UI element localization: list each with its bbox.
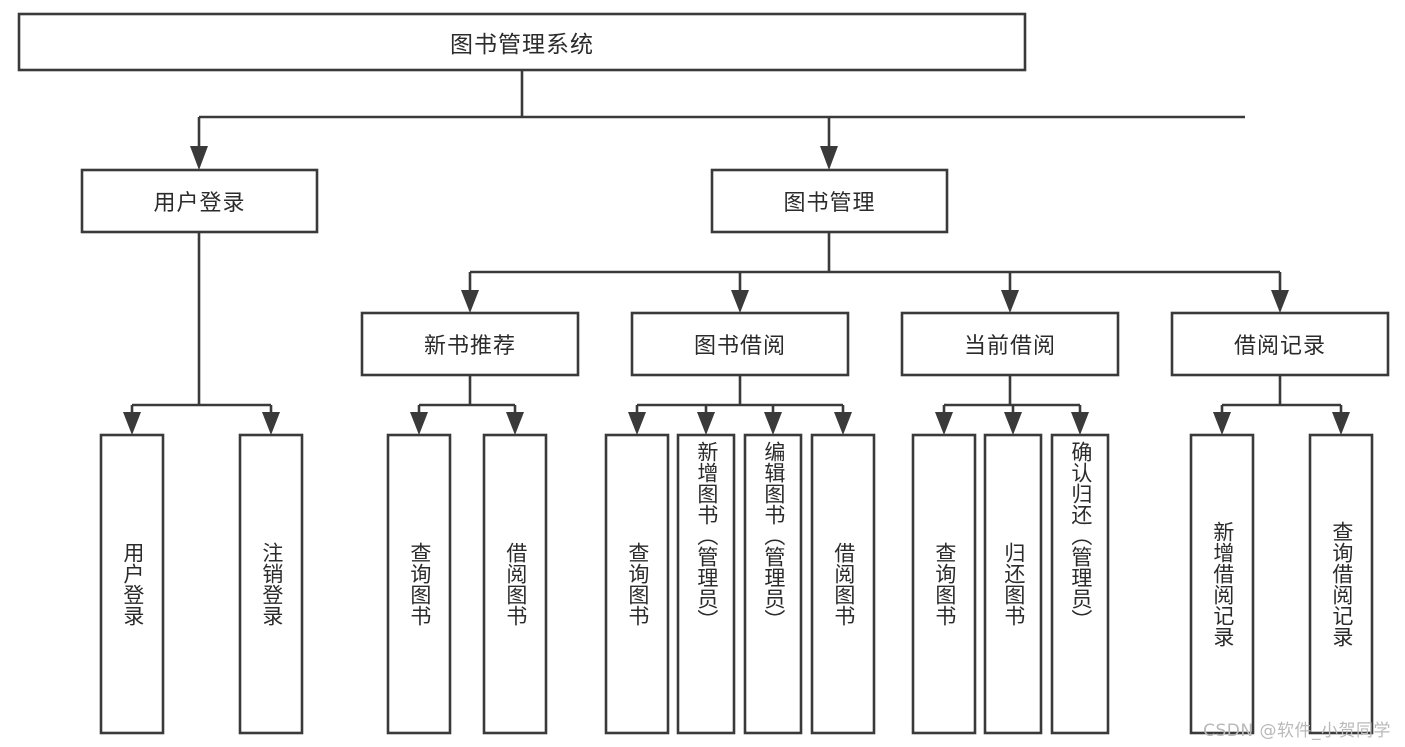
node-box-book-manage[interactable] xyxy=(710,168,949,234)
arrow-head-icon xyxy=(410,412,428,435)
leaf-box[interactable] xyxy=(743,433,803,735)
node-box-current[interactable] xyxy=(900,311,1120,377)
leaf-box[interactable] xyxy=(99,433,165,735)
arrow-head-icon xyxy=(1332,412,1350,435)
connector-userlogin-to-leaves xyxy=(123,232,280,435)
connector-newbook-to-leaves xyxy=(410,375,524,435)
arrow-head-icon xyxy=(1213,412,1231,435)
arrow-head-icon xyxy=(820,146,838,170)
connector-record-to-leaves xyxy=(1213,375,1350,435)
node-box-new-book[interactable] xyxy=(360,311,580,377)
leaf-box[interactable] xyxy=(911,433,977,735)
node-box-book-borrow[interactable] xyxy=(630,311,850,377)
node-box-user-login[interactable] xyxy=(80,168,319,234)
connector-borrow-to-leaves xyxy=(628,375,852,435)
leaf-box[interactable] xyxy=(676,433,736,735)
connector-root-to-level2 xyxy=(190,70,1245,170)
leaf-box[interactable] xyxy=(1050,433,1110,735)
arrow-head-icon xyxy=(1071,412,1089,435)
leaf-box[interactable] xyxy=(238,433,304,735)
arrow-head-icon xyxy=(506,412,524,435)
leaf-box[interactable] xyxy=(810,433,876,735)
arrow-head-icon xyxy=(697,412,715,435)
arrow-head-icon xyxy=(628,412,646,435)
leaf-box[interactable] xyxy=(482,433,548,735)
leaf-box[interactable] xyxy=(386,433,452,735)
arrow-head-icon xyxy=(834,412,852,435)
leaf-box[interactable] xyxy=(1189,433,1255,735)
node-box-root[interactable] xyxy=(17,12,1027,72)
arrow-head-icon xyxy=(1001,290,1019,313)
arrow-head-icon xyxy=(764,412,782,435)
arrow-head-icon xyxy=(1004,412,1022,435)
connector-book-to-level3 xyxy=(461,232,1289,313)
connector-current-to-leaves xyxy=(935,375,1089,435)
leaf-box[interactable] xyxy=(1308,433,1374,735)
arrow-head-icon xyxy=(262,412,280,435)
leaf-box[interactable] xyxy=(983,433,1043,735)
node-box-record[interactable] xyxy=(1170,311,1390,377)
arrow-head-icon xyxy=(123,412,141,435)
arrow-head-icon xyxy=(731,290,749,313)
arrow-head-icon xyxy=(1271,290,1289,313)
arrow-head-icon xyxy=(461,290,479,313)
arrow-head-icon xyxy=(190,146,208,170)
leaf-box[interactable] xyxy=(604,433,670,735)
arrow-head-icon xyxy=(935,412,953,435)
